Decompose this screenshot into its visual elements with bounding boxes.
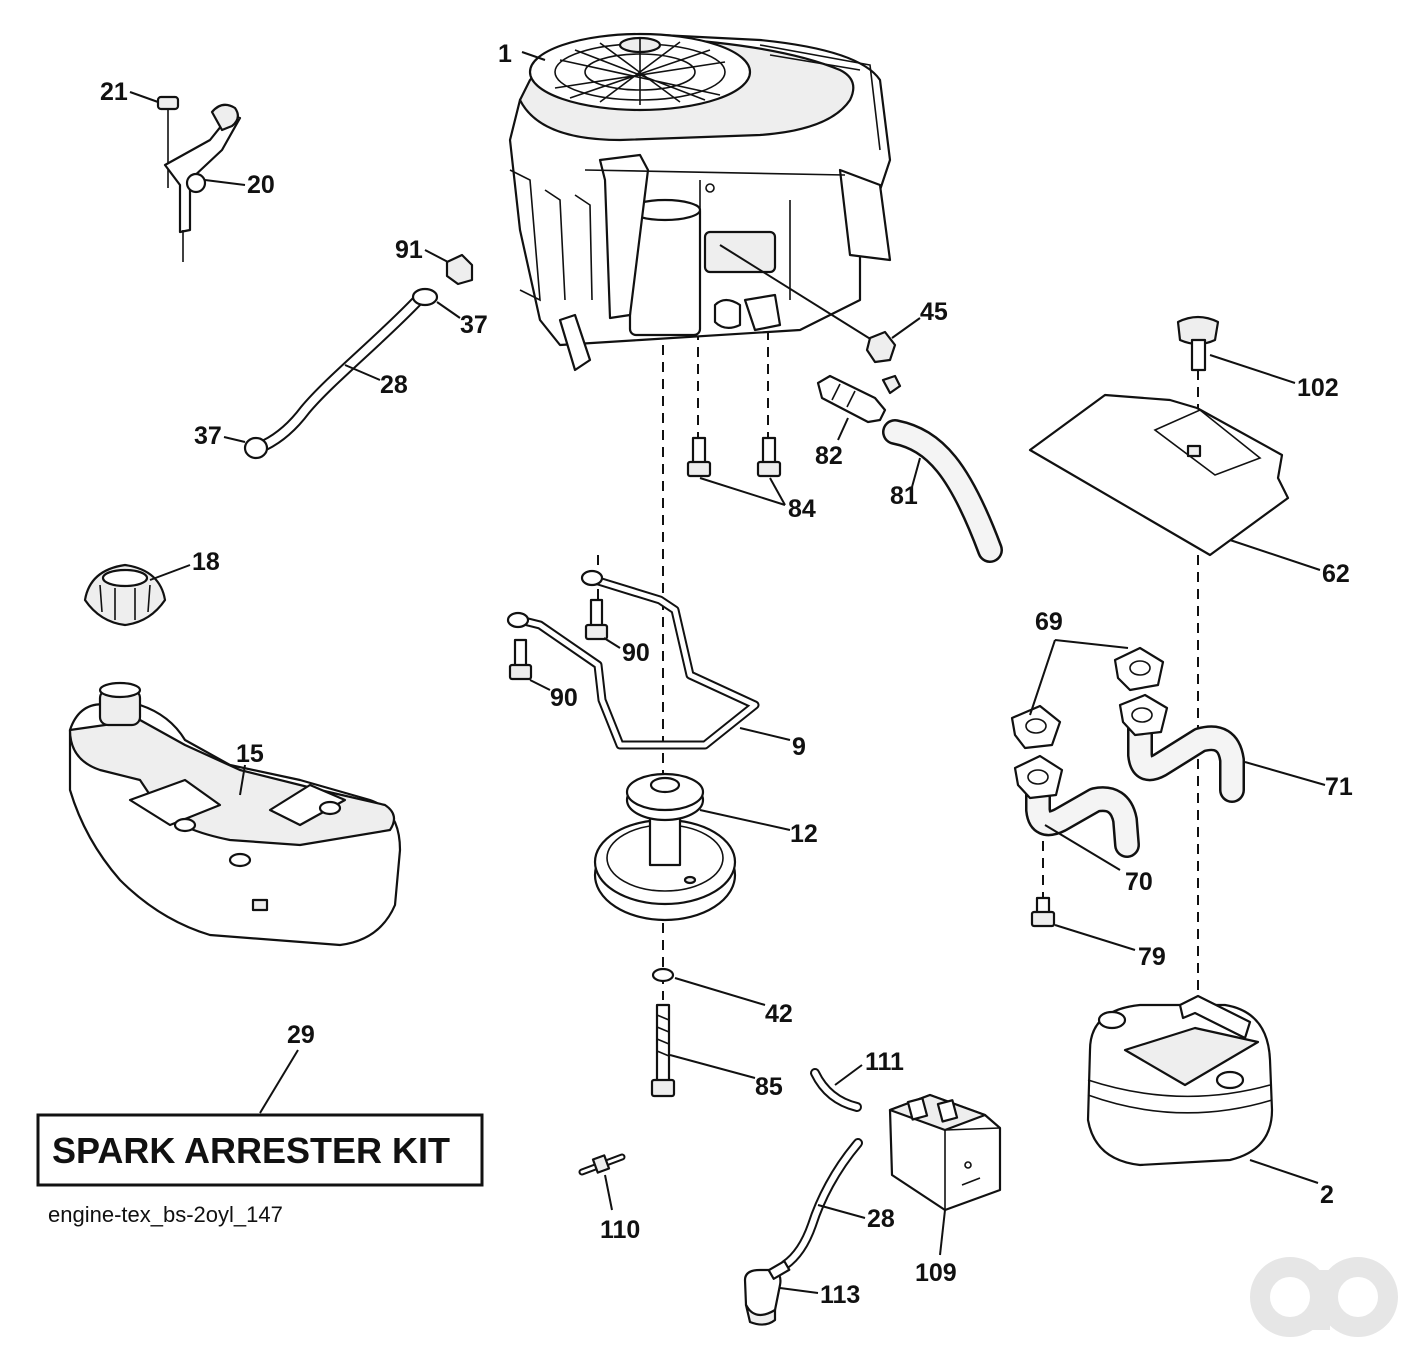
callout-9: 9 xyxy=(792,733,806,761)
fuel-cap-part-18[interactable] xyxy=(83,563,167,627)
exhaust-pipe-part-70[interactable] xyxy=(1013,754,1140,858)
callout-109: 109 xyxy=(915,1259,957,1287)
engine-part-1[interactable] xyxy=(508,32,892,372)
callout-71: 71 xyxy=(1325,773,1353,801)
throttle-control-part-20[interactable] xyxy=(156,95,242,262)
exhaust-pipe-part-71[interactable] xyxy=(1118,693,1245,803)
fuel-hose-part-28-upper[interactable] xyxy=(259,294,424,451)
hose-part-111[interactable] xyxy=(810,1068,862,1112)
callout-84: 84 xyxy=(788,495,816,523)
clamp-part-37-lower[interactable] xyxy=(243,436,269,460)
fuel-pump-part-109[interactable] xyxy=(888,1093,1002,1212)
callout-111: 111 xyxy=(865,1048,904,1076)
fuel-hose-part-28-lower[interactable] xyxy=(780,1138,863,1270)
bolts-part-84[interactable] xyxy=(686,436,782,478)
clamp-part-37-upper[interactable] xyxy=(411,287,439,307)
nut-part-45[interactable] xyxy=(719,244,897,364)
bolt-part-85[interactable] xyxy=(650,1003,676,1098)
spark-arrester-kit-box: SPARK ARRESTER KIT xyxy=(36,1113,484,1187)
callout-70: 70 xyxy=(1125,868,1153,896)
gaskets-part-69[interactable] xyxy=(1010,646,1165,750)
spark-arrester-kit-label: SPARK ARRESTER KIT xyxy=(52,1130,450,1171)
callout-45: 45 xyxy=(920,298,948,326)
callout-90-upper: 90 xyxy=(622,639,650,667)
callout-28-lower: 28 xyxy=(867,1205,895,1233)
callout-28-upper: 28 xyxy=(380,371,408,399)
muffler-part-2[interactable] xyxy=(1086,994,1274,1167)
callout-18: 18 xyxy=(192,548,220,576)
knob-part-102[interactable] xyxy=(1176,315,1220,372)
callout-29: 29 xyxy=(287,1021,315,1049)
callout-37-upper: 37 xyxy=(460,311,488,339)
callout-102: 102 xyxy=(1297,374,1339,402)
callout-20: 20 xyxy=(247,171,275,199)
callout-37-lower: 37 xyxy=(194,422,222,450)
callout-69: 69 xyxy=(1035,608,1063,636)
callout-82: 82 xyxy=(815,442,843,470)
callout-113: 113 xyxy=(820,1281,860,1309)
callout-15: 15 xyxy=(236,740,264,768)
fuel-tank-part-15[interactable] xyxy=(68,681,402,947)
callout-42: 42 xyxy=(765,1000,793,1028)
fuel-hose-part-81[interactable] xyxy=(882,419,1003,563)
fuel-filter-part-82[interactable] xyxy=(816,374,902,424)
washer-part-42[interactable] xyxy=(651,967,675,983)
callout-62: 62 xyxy=(1322,560,1350,588)
bolts-part-90[interactable] xyxy=(508,598,609,681)
watermark-logo-icon xyxy=(1250,1257,1398,1337)
callout-1: 1 xyxy=(498,40,512,68)
pulley-part-12[interactable] xyxy=(593,772,737,922)
shutoff-valve-part-113[interactable] xyxy=(743,1260,791,1326)
callout-2: 2 xyxy=(1320,1181,1334,1209)
shield-plate-part-62[interactable] xyxy=(1028,393,1290,557)
callout-79: 79 xyxy=(1138,943,1166,971)
callout-85: 85 xyxy=(755,1073,783,1101)
callout-21: 21 xyxy=(100,78,128,106)
connector-part-110[interactable] xyxy=(578,1153,626,1176)
callout-91: 91 xyxy=(395,236,423,264)
callout-81: 81 xyxy=(890,482,918,510)
callout-12: 12 xyxy=(790,820,818,848)
bolt-part-79[interactable] xyxy=(1030,896,1056,928)
callout-90-lower: 90 xyxy=(550,684,578,712)
diagram-caption: engine-tex_bs-2oyl_147 xyxy=(48,1202,283,1227)
fitting-part-91[interactable] xyxy=(445,253,474,286)
callout-110: 110 xyxy=(600,1216,640,1244)
wire-guide-part-9[interactable] xyxy=(506,569,760,750)
